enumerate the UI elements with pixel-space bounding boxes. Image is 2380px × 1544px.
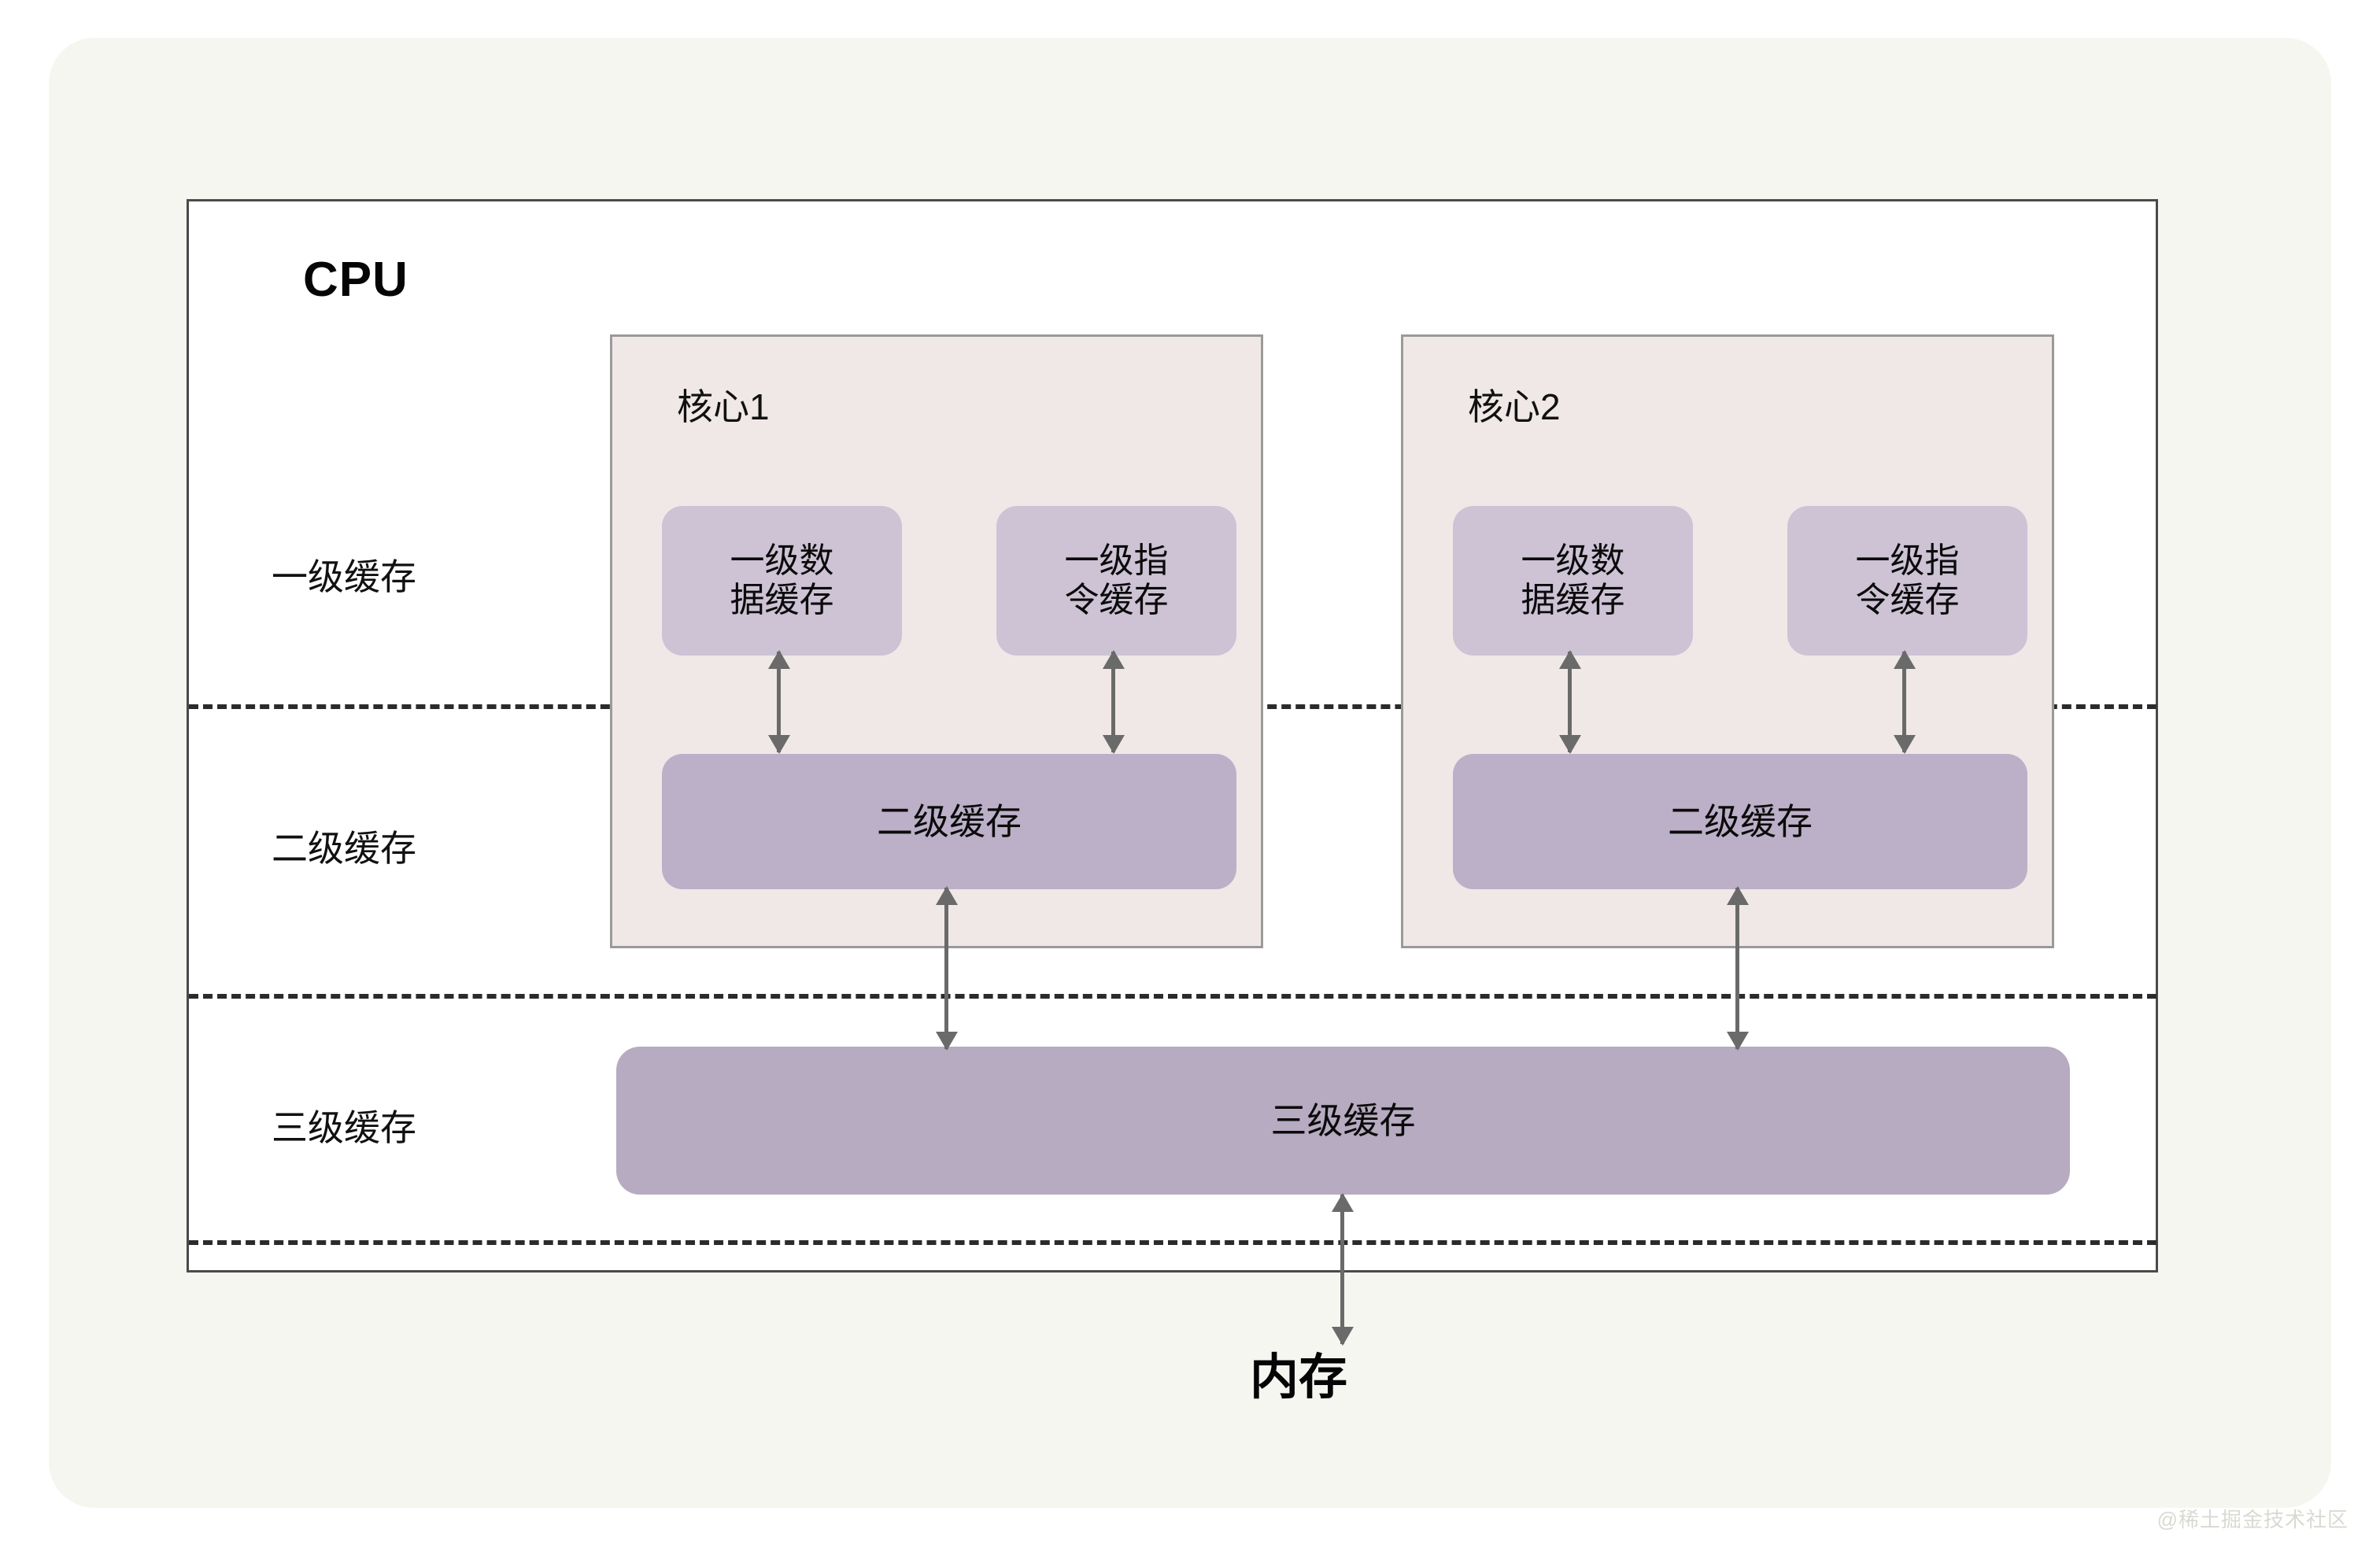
arrow-l1inst-l2-core1	[1098, 650, 1129, 754]
l1-instruction-cache-core1: 一级指 令缓存	[996, 506, 1236, 656]
l3-cache-block: 三级缓存	[616, 1047, 2070, 1195]
cpu-title: CPU	[303, 253, 408, 307]
l1-instruction-cache-label-core2: 一级指 令缓存	[1855, 541, 1960, 619]
arrow-shaft	[1902, 652, 1906, 752]
l2-cache-label-core1: 二级缓存	[877, 801, 1022, 842]
l1-data-cache-label-core2: 一级数 据缓存	[1521, 541, 1625, 619]
arrow-head-up-icon	[1894, 650, 1916, 669]
core-title-1: 核心1	[677, 386, 770, 427]
arrow-l1data-l2-core2	[1554, 650, 1586, 754]
watermark: @稀土掘金技术社区	[2156, 1508, 2349, 1531]
arrow-shaft	[944, 888, 948, 1049]
l1-instruction-cache-label-core1: 一级指 令缓存	[1064, 541, 1169, 619]
arrow-head-up-icon	[936, 886, 958, 905]
level-label-l1: 一级缓存	[272, 556, 416, 597]
arrow-shaft	[1568, 652, 1572, 752]
arrow-head-down-icon	[1332, 1327, 1354, 1346]
arrow-shaft	[1111, 652, 1115, 752]
arrow-shaft	[777, 652, 781, 752]
arrow-head-down-icon	[936, 1032, 958, 1051]
core-box-2: 核心2 一级数 据缓存 一级指 令缓存 二级缓存	[1401, 334, 2054, 948]
arrow-head-down-icon	[1727, 1032, 1749, 1051]
level-divider-l2-l3	[189, 994, 2156, 999]
l3-cache-label: 三级缓存	[1270, 1100, 1416, 1141]
arrow-l3-memory	[1327, 1193, 1358, 1346]
arrow-head-up-icon	[1559, 650, 1581, 669]
arrow-shaft	[1735, 888, 1739, 1049]
level-label-l3: 三级缓存	[272, 1107, 416, 1148]
arrow-l2-l3-core1	[931, 886, 963, 1051]
l2-cache-label-core2: 二级缓存	[1668, 801, 1813, 842]
l1-data-cache-core1: 一级数 据缓存	[662, 506, 902, 656]
l1-instruction-cache-core2: 一级指 令缓存	[1787, 506, 2027, 656]
arrow-head-up-icon	[768, 650, 790, 669]
arrow-head-down-icon	[1103, 735, 1125, 754]
core-box-1: 核心1 一级数 据缓存 一级指 令缓存 二级缓存	[610, 334, 1263, 948]
l2-cache-core1: 二级缓存	[662, 754, 1236, 889]
l1-data-cache-label-core1: 一级数 据缓存	[730, 541, 834, 619]
arrow-l1inst-l2-core2	[1889, 650, 1920, 754]
arrow-l2-l3-core2	[1722, 886, 1754, 1051]
arrow-head-up-icon	[1103, 650, 1125, 669]
level-label-l2: 二级缓存	[272, 828, 416, 869]
arrow-shaft	[1340, 1195, 1344, 1344]
l2-cache-core2: 二级缓存	[1453, 754, 2027, 889]
level-divider-l3-memory	[189, 1240, 2156, 1245]
arrow-l1data-l2-core1	[763, 650, 795, 754]
arrow-head-down-icon	[1894, 735, 1916, 754]
arrow-head-up-icon	[1727, 886, 1749, 905]
l1-data-cache-core2: 一级数 据缓存	[1453, 506, 1693, 656]
arrow-head-down-icon	[1559, 735, 1581, 754]
arrow-head-up-icon	[1332, 1193, 1354, 1212]
arrow-head-down-icon	[768, 735, 790, 754]
memory-label: 内存	[1249, 1350, 1347, 1405]
core-title-2: 核心2	[1468, 386, 1561, 427]
